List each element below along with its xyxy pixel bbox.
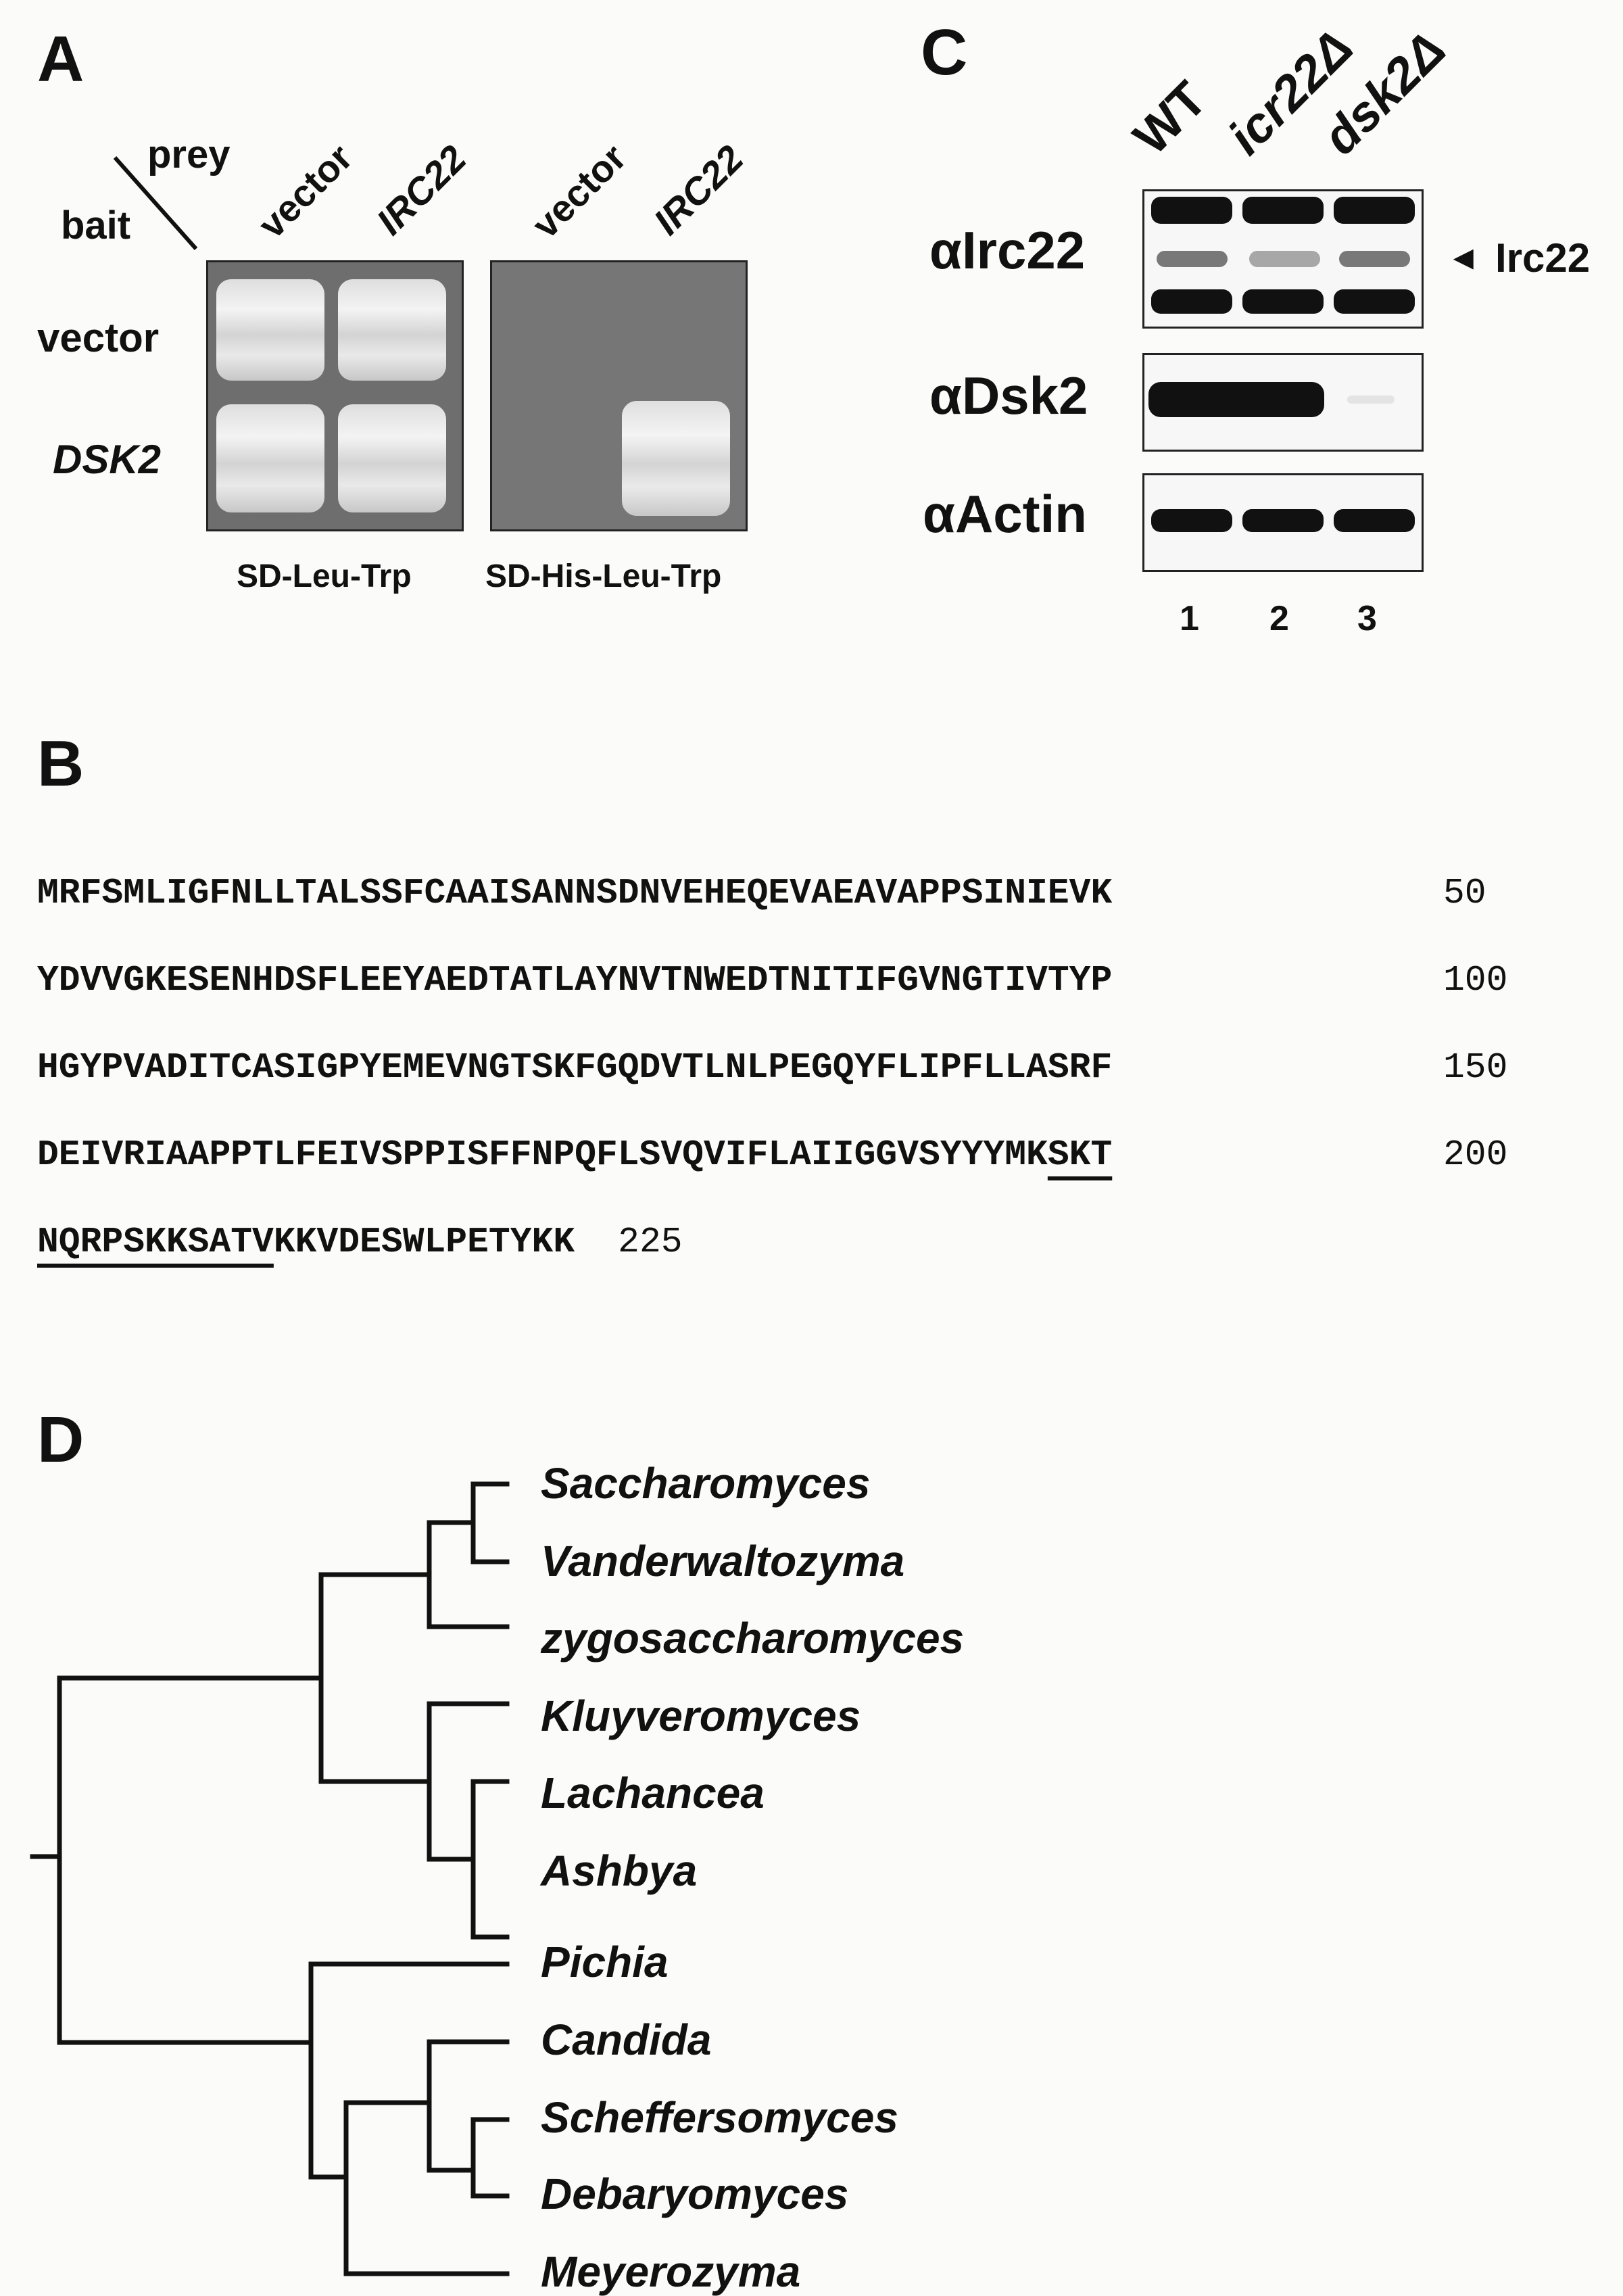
band	[1151, 509, 1232, 532]
band	[1157, 251, 1228, 267]
band	[1148, 382, 1324, 417]
species-ashbya: Ashbya	[541, 1846, 698, 1895]
species-vanderwaltozyma: Vanderwaltozyma	[541, 1537, 905, 1585]
plate1-col-irc22: IRC22	[368, 137, 475, 243]
band	[1242, 197, 1324, 224]
sequence-num-5: 225	[618, 1222, 683, 1262]
sequence-line-1: MRFSMLIGFNLLTALSSFCAAISANNSDNVEHEQEVAEAV…	[37, 876, 1112, 911]
phylogenetic-tree	[30, 1481, 510, 2276]
panel-b-letter: B	[37, 727, 84, 800]
band	[1151, 289, 1232, 314]
sequence-num-2: 100	[1443, 960, 1508, 1001]
plate2-col-vector: vector	[523, 135, 635, 247]
band	[1242, 289, 1324, 314]
sequence-num-3: 150	[1443, 1047, 1508, 1088]
lane-number-2: 2	[1269, 599, 1289, 638]
sequence-num-4: 200	[1443, 1134, 1508, 1175]
plate1-caption: SD-Leu-Trp	[237, 558, 412, 594]
blot-label-irc22: αIrc22	[929, 220, 1086, 280]
bait-label: bait	[61, 204, 131, 247]
sequence-text: YDVVGKESENHDSFLEEYAEDTATLAYNVTNWEDTNITIF…	[37, 960, 1113, 1001]
band	[1347, 396, 1395, 404]
row-dsk2-label: DSK2	[53, 437, 162, 482]
species-saccharomyces: Saccharomyces	[541, 1459, 871, 1508]
lane-number-1: 1	[1180, 599, 1199, 638]
blot-dsk2	[1142, 353, 1424, 452]
sequence-text: DEIVRIAAPPTLFEIVSPPISFFNPQFLSVQVIFLAIIGG…	[37, 1134, 1048, 1175]
sequence-line-2: YDVVGKESENHDSFLEEYAEDTATLAYNVTNWEDTNITIF…	[37, 963, 1112, 999]
growth-streak	[338, 404, 446, 512]
species-scheffersomyces: Scheffersomyces	[541, 2093, 898, 2142]
blot-label-dsk2: αDsk2	[929, 366, 1088, 425]
band	[1249, 251, 1320, 267]
band	[1151, 197, 1232, 224]
blot-irc22	[1142, 189, 1424, 329]
band	[1334, 509, 1415, 532]
lane-number-3: 3	[1357, 599, 1377, 638]
species-zygosaccharomyces: zygosaccharomyces	[541, 1614, 965, 1663]
row-vector-label: vector	[37, 315, 160, 360]
plate2-caption: SD-His-Leu-Trp	[485, 558, 722, 594]
band	[1334, 289, 1415, 314]
irc22-arrow-icon: ◄	[1447, 239, 1480, 277]
band	[1339, 251, 1410, 267]
irc22-arrow-label: Irc22	[1495, 235, 1591, 281]
band	[1334, 197, 1415, 224]
plate-sd-his-leu-trp	[490, 260, 748, 531]
growth-streak	[622, 401, 730, 516]
species-meyerozyma: Meyerozyma	[541, 2247, 801, 2296]
sequence-line-4: DEIVRIAAPPTLFEIVSPPISFFNPQFLSVQVIFLAIIGG…	[37, 1137, 1112, 1173]
prey-label: prey	[147, 133, 231, 176]
species-lachancea: Lachancea	[541, 1769, 765, 1817]
growth-streak	[216, 404, 324, 512]
panel-c-letter: C	[921, 16, 968, 89]
plate-sd-leu-trp	[206, 260, 464, 531]
sequence-line-5: NQRPSKKSATVKKVDESWLPETYKK 225	[37, 1224, 683, 1260]
sequence-num-1: 50	[1443, 873, 1486, 913]
growth-streak	[338, 279, 446, 381]
plate1-col-vector: vector	[249, 135, 361, 247]
blot-label-actin: αActin	[923, 484, 1087, 544]
panel-a-letter: A	[37, 23, 84, 95]
plate2-col-irc22: IRC22	[645, 137, 752, 243]
sequence-text: MRFSMLIGFNLLTALSSFCAAISANNSDNVEHEQEVAEAV…	[37, 873, 1113, 913]
sequence-line-3: HGYPVADITCASIGPYEMEVNGTSKFGQDVTLNLPEGQYF…	[37, 1050, 1112, 1086]
sequence-text: KKVDESWLPETYKK	[273, 1222, 575, 1262]
panel-d-letter: D	[37, 1404, 84, 1476]
sequence-text: HGYPVADITCASIGPYEMEVNGTSKFGQDVTLNLPEGQYF…	[37, 1047, 1113, 1088]
growth-streak	[216, 279, 324, 381]
bait-prey-divider	[113, 156, 198, 250]
species-kluyveromyces: Kluyveromyces	[541, 1692, 861, 1740]
species-pichia: Pichia	[541, 1938, 669, 1986]
sequence-text-underlined: NQRPSKKSATV	[37, 1222, 274, 1262]
lane-label-wt: WT	[1122, 70, 1217, 166]
blot-actin	[1142, 473, 1424, 572]
species-debaryomyces: Debaryomyces	[541, 2170, 849, 2218]
band	[1242, 509, 1324, 532]
species-candida: Candida	[541, 2015, 712, 2064]
sequence-text-underlined: SKT	[1047, 1134, 1113, 1175]
